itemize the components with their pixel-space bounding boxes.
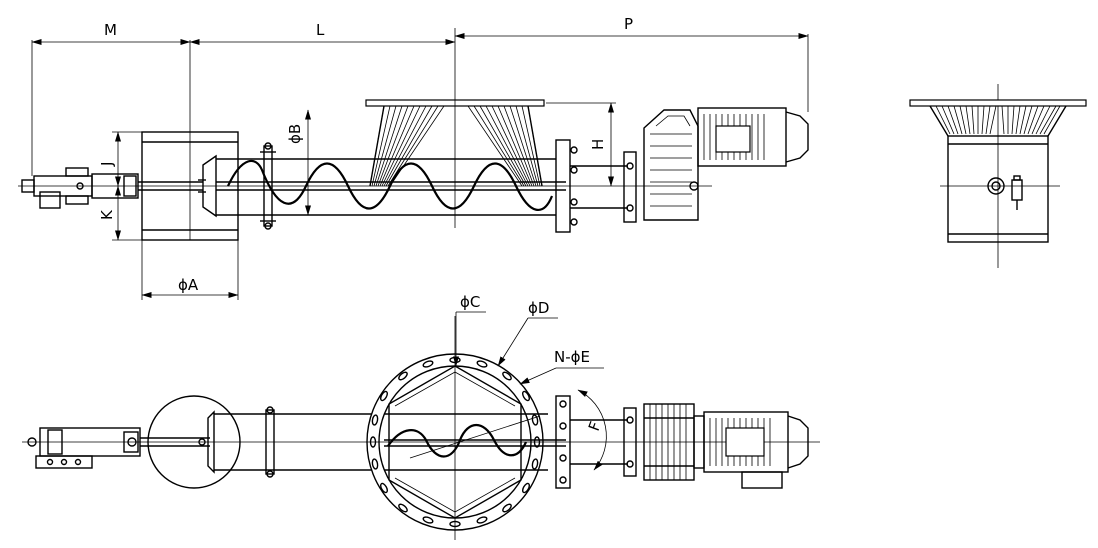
dim-p-label: P	[624, 15, 633, 33]
dim-j-label: J	[98, 162, 116, 167]
end-view	[909, 84, 1087, 268]
side-elevation-view: M L P H J K ϕA ϕB	[18, 15, 809, 300]
dim-f-label: F	[585, 419, 605, 433]
dim-m-label: M	[104, 21, 117, 39]
dim-dia-d-label: ϕD	[528, 299, 549, 317]
dim-l-label: L	[316, 21, 325, 39]
dim-h-label: H	[589, 139, 607, 150]
dim-n-dia-e-label: N-ϕE	[554, 348, 590, 366]
plan-view: ϕC ϕD N-ϕE F	[22, 293, 820, 540]
dim-dia-b-label: ϕB	[286, 124, 304, 144]
dim-dia-c-label: ϕC	[460, 293, 480, 311]
dim-dia-a-label: ϕA	[178, 276, 199, 294]
dim-k-label: K	[98, 209, 116, 220]
